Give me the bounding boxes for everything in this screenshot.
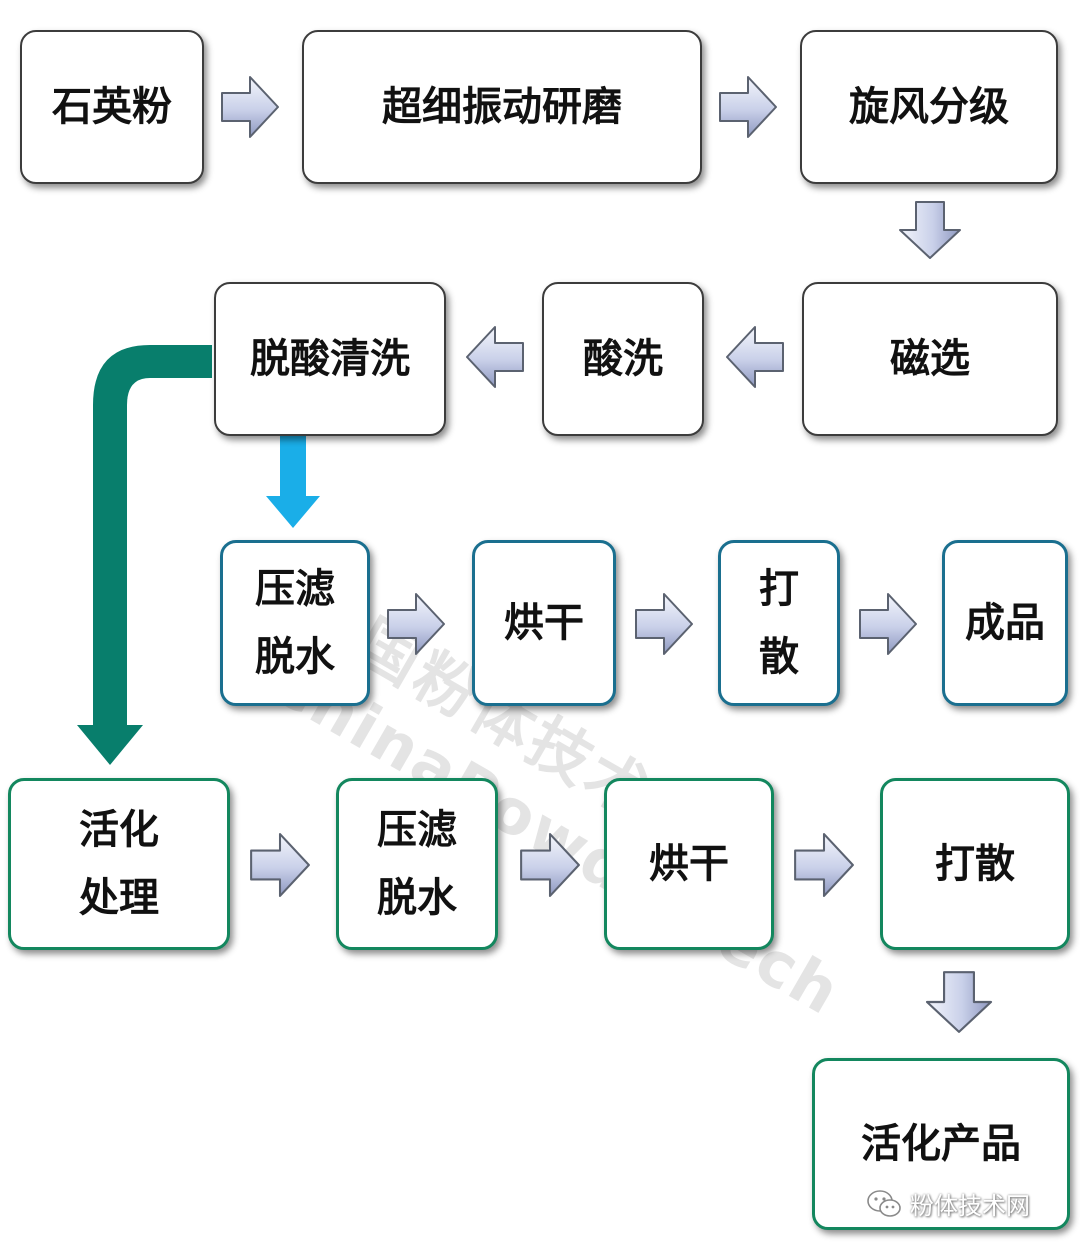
arrow-right-icon: [635, 593, 693, 655]
node-magnetic-separation: 磁选: [802, 282, 1058, 436]
arrow-right-icon: [520, 832, 580, 898]
node-label: 压滤 脱水: [255, 566, 335, 680]
node-label: 脱酸清洗: [250, 336, 410, 382]
arrow-right-icon: [859, 593, 917, 655]
node-label: 压滤 脱水: [377, 807, 457, 921]
wechat-icon: [867, 1189, 901, 1217]
arrow-right-icon: [221, 76, 279, 138]
arrow-left-icon: [466, 326, 524, 388]
arrow-down-icon: [925, 970, 993, 1034]
node-finished-product: 成品: [942, 540, 1068, 706]
node-activation: 活化 处理: [8, 778, 230, 950]
node-ultrafine-grinding: 超细振动研磨: [302, 30, 702, 184]
node-quartz-powder: 石英粉: [20, 30, 204, 184]
node-label: 超细振动研磨: [382, 84, 622, 130]
node-drying-1: 烘干: [472, 540, 616, 706]
node-acid-washing: 酸洗: [542, 282, 704, 436]
node-press-filter-1: 压滤 脱水: [220, 540, 370, 706]
node-label: 烘干: [504, 600, 584, 646]
node-label: 活化 处理: [79, 807, 159, 921]
arrow-down-icon: [899, 201, 961, 259]
footer-brand: 粉体技术网: [866, 1186, 1030, 1221]
arrow-left-icon: [726, 326, 784, 388]
node-label: 磁选: [890, 336, 970, 382]
green-elbow-arrow-icon: [77, 345, 212, 765]
arrow-right-icon: [387, 593, 445, 655]
node-press-filter-2: 压滤 脱水: [336, 778, 498, 950]
node-label: 酸洗: [583, 336, 663, 382]
node-activated-product: 活化产品: [812, 1058, 1070, 1230]
footer-label: 粉体技术网: [910, 1192, 1030, 1220]
node-drying-2: 烘干: [604, 778, 774, 950]
blue-down-arrow-icon: [266, 432, 320, 528]
node-label: 打 散: [759, 566, 799, 680]
node-label: 石英粉: [52, 84, 172, 130]
node-cyclone-classification: 旋风分级: [800, 30, 1058, 184]
node-dispersing-1: 打 散: [718, 540, 840, 706]
node-label: 烘干: [649, 841, 729, 887]
node-label: 打散: [935, 841, 1015, 887]
node-deacid-cleaning: 脱酸清洗: [214, 282, 446, 436]
node-label: 旋风分级: [849, 84, 1009, 130]
arrow-right-icon: [719, 76, 777, 138]
node-label: 活化产品: [861, 1121, 1021, 1167]
arrow-right-icon: [794, 832, 854, 898]
node-dispersing-2: 打散: [880, 778, 1070, 950]
node-label: 成品: [965, 600, 1045, 646]
arrow-right-icon: [250, 832, 310, 898]
